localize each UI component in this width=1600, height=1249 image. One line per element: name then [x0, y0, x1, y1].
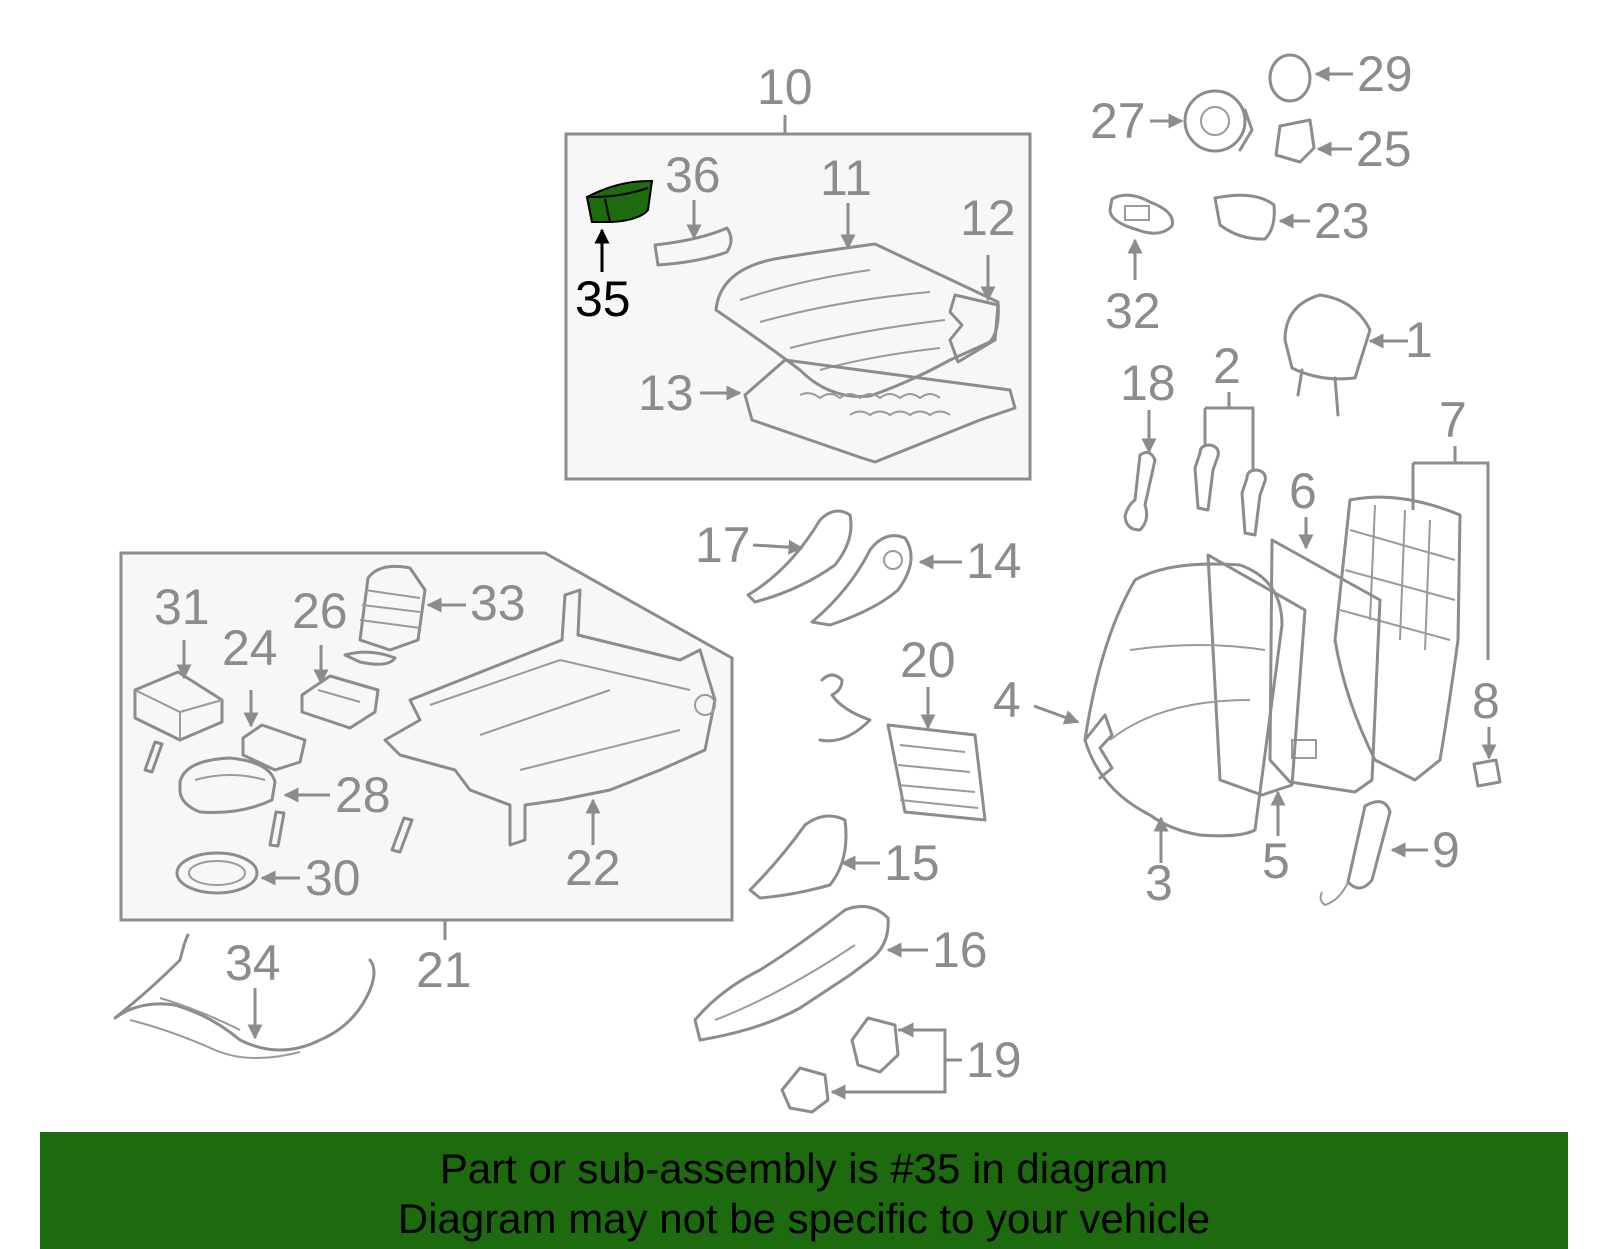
- label-12: 12: [960, 190, 1016, 246]
- label-16: 16: [932, 922, 988, 978]
- part-4-back-cover[interactable]: [1033, 704, 1114, 780]
- info-line-part-number: Part or sub-assembly is #35 in diagram: [439, 1145, 1169, 1192]
- part-36[interactable]: [653, 200, 733, 267]
- part-9-switch-assembly[interactable]: [1319, 800, 1428, 907]
- label-24: 24: [222, 620, 278, 676]
- part-32-switch[interactable]: [1108, 193, 1175, 280]
- part-6-back-panel[interactable]: [1268, 517, 1382, 794]
- label-36: 36: [665, 147, 721, 203]
- label-6: 6: [1289, 463, 1317, 519]
- label-2: 2: [1213, 338, 1241, 394]
- label-19: 19: [966, 1032, 1022, 1088]
- part-23-cover[interactable]: [1213, 193, 1310, 241]
- part-28-motor[interactable]: [178, 756, 330, 814]
- label-27: 27: [1090, 93, 1146, 149]
- part-19-knobs[interactable]: [780, 1016, 962, 1114]
- label-23: 23: [1314, 193, 1370, 249]
- label-32: 32: [1105, 283, 1161, 339]
- part-26-switch[interactable]: [300, 645, 380, 730]
- label-13: 13: [638, 365, 694, 421]
- part-24-connector[interactable]: [241, 690, 307, 772]
- label-29: 29: [1357, 46, 1413, 102]
- part-8-clip[interactable]: [1472, 727, 1502, 788]
- label-7: 7: [1439, 392, 1467, 448]
- part-14-cover[interactable]: [810, 534, 962, 627]
- label-10: 10: [757, 59, 813, 115]
- part-17-trim[interactable]: [746, 509, 853, 604]
- label-30: 30: [305, 850, 361, 906]
- footer-background: [40, 1132, 1568, 1249]
- label-28: 28: [335, 767, 391, 823]
- label-31: 31: [154, 579, 210, 635]
- part-18-lever[interactable]: [1123, 410, 1157, 532]
- label-15: 15: [884, 835, 940, 891]
- label-35: 35: [575, 271, 631, 327]
- part-20-motor-harness[interactable]: [818, 673, 987, 822]
- label-8: 8: [1472, 673, 1500, 729]
- part-3-seat-back[interactable]: [1083, 562, 1284, 863]
- part-33-lumbar[interactable]: [343, 564, 466, 666]
- part-25-clip[interactable]: [1274, 118, 1352, 164]
- label-5: 5: [1262, 833, 1290, 889]
- part-31-module[interactable]: [133, 640, 224, 742]
- part-15-side-cover[interactable]: [748, 814, 880, 900]
- label-33: 33: [470, 575, 526, 631]
- label-22: 22: [565, 840, 621, 896]
- label-26: 26: [292, 583, 348, 639]
- part-12-cushion-pad[interactable]: [948, 255, 1000, 364]
- part-35-highlighted[interactable]: [585, 179, 654, 272]
- part-16-shield[interactable]: [693, 904, 928, 1042]
- part-7-back-frame[interactable]: [1333, 446, 1490, 782]
- label-34: 34: [225, 935, 281, 991]
- info-line-disclaimer: Diagram may not be specific to your vehi…: [397, 1195, 1211, 1242]
- label-1: 1: [1405, 312, 1433, 368]
- label-25: 25: [1356, 121, 1412, 177]
- part-27-knob-mechanism[interactable]: [1150, 89, 1254, 153]
- group-box-21: [119, 551, 734, 940]
- label-20: 20: [900, 632, 956, 688]
- info-banner: Part or sub-assembly is #35 in diagram D…: [40, 1132, 1568, 1249]
- part-1-headrest[interactable]: [1283, 293, 1408, 417]
- part-34-wire-harness[interactable]: [113, 933, 376, 1059]
- part-13-seat-pan[interactable]: [700, 358, 1017, 464]
- callout-labels: 1 2 3 4 5 6 7 8 9 10 11 12 13 14 15 16 1…: [154, 46, 1500, 1088]
- label-14: 14: [966, 533, 1022, 589]
- part-5-back-board[interactable]: [1206, 553, 1307, 836]
- bolts: [143, 740, 414, 854]
- label-4: 4: [993, 672, 1021, 728]
- part-2-guides[interactable]: [1193, 392, 1267, 537]
- label-3: 3: [1145, 855, 1173, 911]
- part-30-gasket[interactable]: [175, 851, 300, 895]
- label-11: 11: [820, 150, 872, 206]
- label-18: 18: [1120, 355, 1176, 411]
- label-9: 9: [1432, 822, 1460, 878]
- label-21: 21: [416, 942, 472, 998]
- part-22-seat-frame[interactable]: [383, 588, 717, 847]
- part-29-ring[interactable]: [1268, 53, 1353, 103]
- part-11-seat-cushion[interactable]: [714, 203, 1000, 398]
- label-17: 17: [695, 517, 751, 573]
